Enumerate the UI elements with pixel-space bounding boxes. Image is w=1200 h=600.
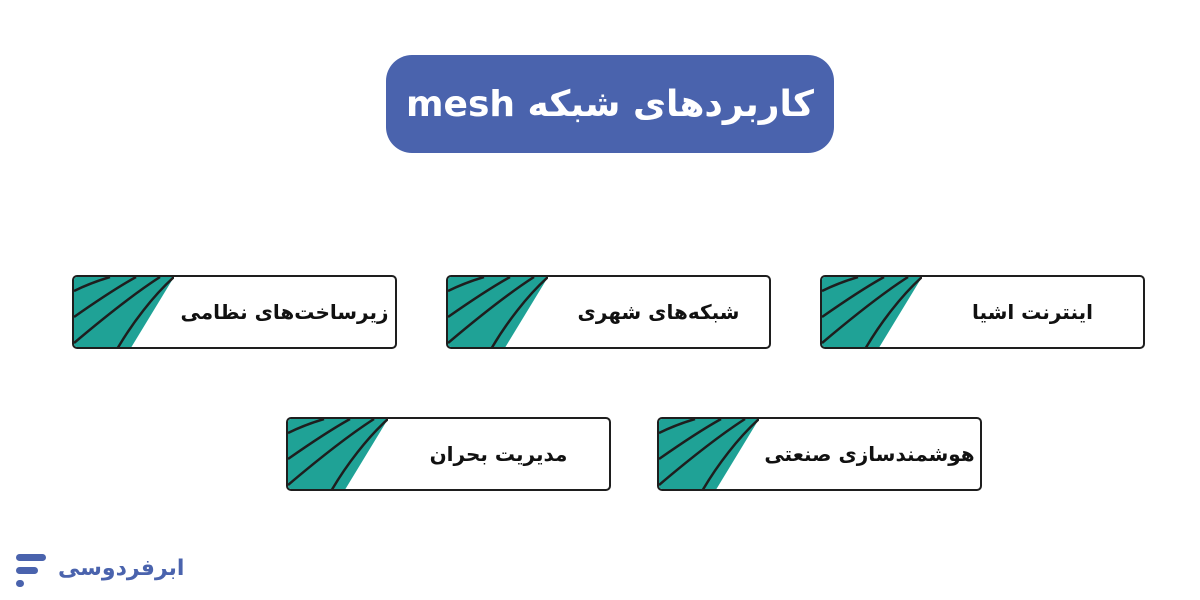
application-card-internet-of-things: اینترنت اشیا bbox=[820, 275, 1145, 349]
card-label: هوشمندسازی صنعتی bbox=[764, 442, 975, 466]
stripe-decoration-icon bbox=[448, 277, 548, 347]
application-card-crisis-management: مدیریت بحران bbox=[286, 417, 611, 491]
stripe-decoration-icon bbox=[659, 419, 759, 489]
stripe-decoration-icon bbox=[74, 277, 174, 347]
diagram-title: کاربردهای شبکه mesh bbox=[386, 55, 834, 153]
card-label: شبکه‌های شهری bbox=[577, 300, 740, 324]
application-card-industrial-automation: هوشمندسازی صنعتی bbox=[657, 417, 982, 491]
diagram-title-text: کاربردهای شبکه mesh bbox=[406, 83, 814, 125]
brand-logo: ابرفردوسی bbox=[14, 548, 184, 598]
stripe-decoration-icon bbox=[822, 277, 922, 347]
card-label: زیرساخت‌های نظامی bbox=[180, 300, 389, 324]
application-card-military-infrastructure: زیرساخت‌های نظامی bbox=[72, 275, 397, 349]
application-card-urban-networks: شبکه‌های شهری bbox=[446, 275, 771, 349]
stripe-decoration-icon bbox=[288, 419, 388, 489]
card-label: مدیریت بحران bbox=[429, 442, 568, 466]
brand-logo-icon bbox=[16, 554, 46, 587]
brand-name: ابرفردوسی bbox=[58, 556, 185, 581]
card-label: اینترنت اشیا bbox=[972, 300, 1093, 324]
